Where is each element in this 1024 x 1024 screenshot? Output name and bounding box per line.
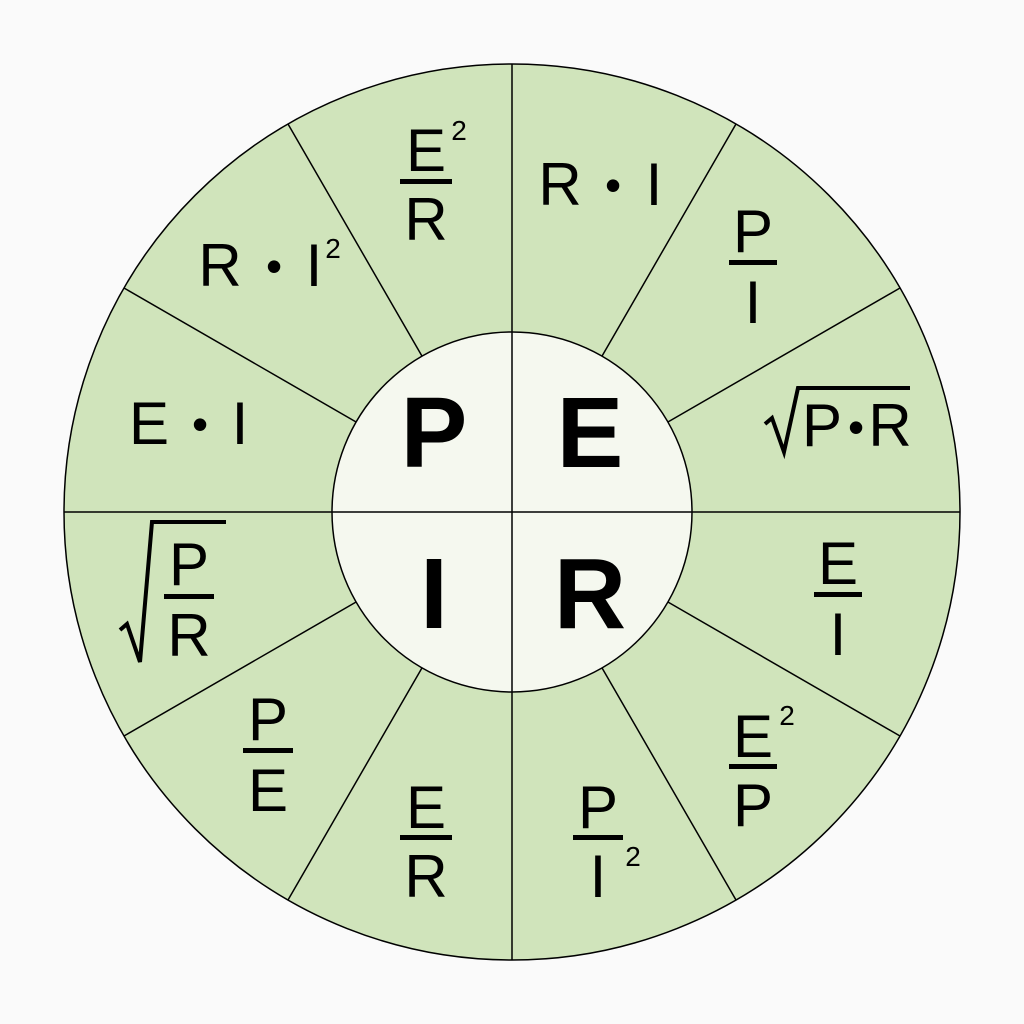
formula-r-times-i: R • I (538, 151, 662, 218)
formula-denominator: I (590, 843, 607, 910)
formula-term: R (198, 232, 241, 299)
center-letter-r: R (554, 538, 626, 650)
formula-term: R (538, 151, 581, 218)
formula-term: E (129, 390, 169, 457)
formula-denominator: E (248, 757, 288, 824)
radical-sign (763, 386, 910, 460)
formula-exponent: 2 (325, 233, 341, 264)
divider-330 (287, 123, 423, 357)
divider-210 (287, 667, 423, 901)
formula-r-times-i-squared: R • I 2 (198, 232, 340, 299)
formula-numerator: P (248, 686, 288, 753)
fraction-bar (164, 594, 214, 599)
formula-sqrt-p-over-r: P R (118, 520, 226, 669)
formula-p-over-i: P I (729, 198, 777, 336)
formula-operator: • (266, 240, 282, 292)
divider-120 (667, 601, 901, 737)
formula-e-squared-over-r: E 2 R (400, 115, 467, 253)
formula-numerator: E (406, 774, 446, 841)
inner-dividers (332, 332, 692, 692)
formula-numerator: E (406, 117, 446, 184)
fraction-bar (729, 764, 777, 769)
formula-numerator: E (733, 703, 773, 770)
fraction-bar (814, 592, 862, 597)
formula-term: I (306, 232, 323, 299)
formula-denominator: R (167, 602, 210, 669)
formula-denominator: I (745, 269, 762, 336)
fraction-bar (573, 835, 623, 840)
divider-30 (601, 123, 737, 357)
formula-numerator: P (578, 774, 618, 841)
formula-term: I (232, 390, 249, 457)
radical-sign (118, 520, 226, 663)
formula-exponent: 2 (779, 700, 795, 731)
formula-p-over-i-squared: P I 2 (573, 774, 641, 910)
formula-term: I (646, 151, 663, 218)
divider-300 (123, 287, 357, 423)
center-letter-i: I (420, 538, 448, 650)
formula-e-squared-over-p: E 2 P (729, 700, 795, 839)
formula-operator: • (848, 401, 864, 453)
center-letter-e: E (557, 377, 624, 489)
formula-numerator: P (733, 198, 773, 265)
divider-150 (601, 667, 737, 901)
formula-operator: • (192, 398, 208, 450)
formula-sqrt-p-times-r: P • R (763, 386, 912, 460)
formula-exponent: 2 (625, 841, 641, 872)
fraction-bar (729, 260, 777, 265)
segment-dividers (64, 64, 960, 960)
formula-e-over-i: E I (814, 530, 862, 668)
formula-numerator: E (818, 530, 858, 597)
formula-denominator: R (404, 186, 447, 253)
formula-term: P (802, 392, 842, 459)
fraction-bar (400, 179, 452, 184)
fraction-bar (243, 748, 293, 753)
formula-denominator: R (404, 843, 447, 910)
center-letter-p: P (401, 377, 468, 489)
formula-term: R (868, 392, 911, 459)
formula-denominator: I (830, 601, 847, 668)
formula-exponent: 2 (451, 115, 467, 146)
formula-e-over-r: E R (400, 774, 452, 910)
fraction-bar (400, 835, 452, 840)
formula-operator: • (605, 159, 621, 211)
formula-denominator: P (733, 772, 773, 839)
formula-p-over-e: P E (243, 686, 293, 824)
divider-240 (123, 601, 357, 737)
formula-numerator: P (169, 531, 209, 598)
formula-e-times-i: E • I (129, 390, 248, 457)
divider-60 (667, 287, 901, 423)
